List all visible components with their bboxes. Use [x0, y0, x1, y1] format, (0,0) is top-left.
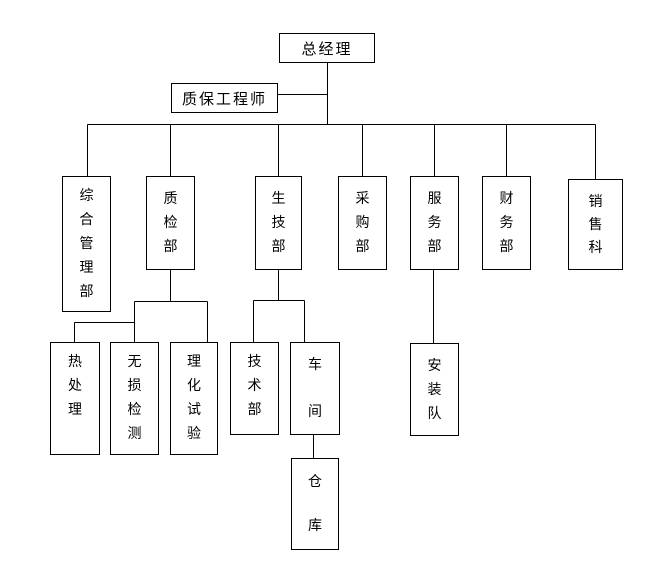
node-label: 热处理: [68, 354, 82, 418]
node-label: 采购部: [355, 191, 370, 255]
node-label: 理化试验: [187, 354, 201, 442]
node-finance-dept: 财务部: [482, 176, 531, 270]
node-heat-treatment: 热处理: [50, 342, 100, 455]
node-ndt: 无损检测: [110, 342, 159, 455]
node-label: 车间: [308, 357, 322, 420]
node-workshop: 车间: [290, 342, 340, 435]
node-sales-section: 销售科: [568, 179, 623, 270]
node-warehouse: 仓库: [291, 458, 339, 550]
node-label: 仓库: [308, 474, 322, 534]
node-label: 服务部: [427, 191, 442, 255]
node-general-manager: 总经理: [279, 33, 375, 63]
node-physchem-test: 理化试验: [170, 342, 218, 455]
node-production-tech-dept: 生技部: [255, 176, 302, 270]
node-label: 销售科: [588, 193, 603, 256]
node-label: 总经理: [301, 39, 353, 58]
node-label: 综合管理部: [79, 188, 94, 300]
node-qa-engineer: 质保工程师: [171, 83, 278, 113]
node-installation-team: 安装队: [410, 343, 459, 436]
node-label: 技术部: [247, 354, 262, 418]
node-label: 质检部: [163, 191, 178, 255]
node-label: 质保工程师: [181, 89, 267, 108]
node-label: 财务部: [499, 191, 514, 255]
node-qc-dept: 质检部: [146, 176, 195, 270]
node-technical-dept: 技术部: [230, 342, 279, 435]
node-purchasing-dept: 采购部: [338, 176, 387, 270]
node-admin-dept: 综合管理部: [62, 176, 111, 312]
node-label: 安装队: [427, 357, 442, 422]
node-service-dept: 服务部: [410, 176, 459, 270]
node-label: 无损检测: [127, 354, 142, 442]
node-label: 生技部: [271, 191, 286, 255]
